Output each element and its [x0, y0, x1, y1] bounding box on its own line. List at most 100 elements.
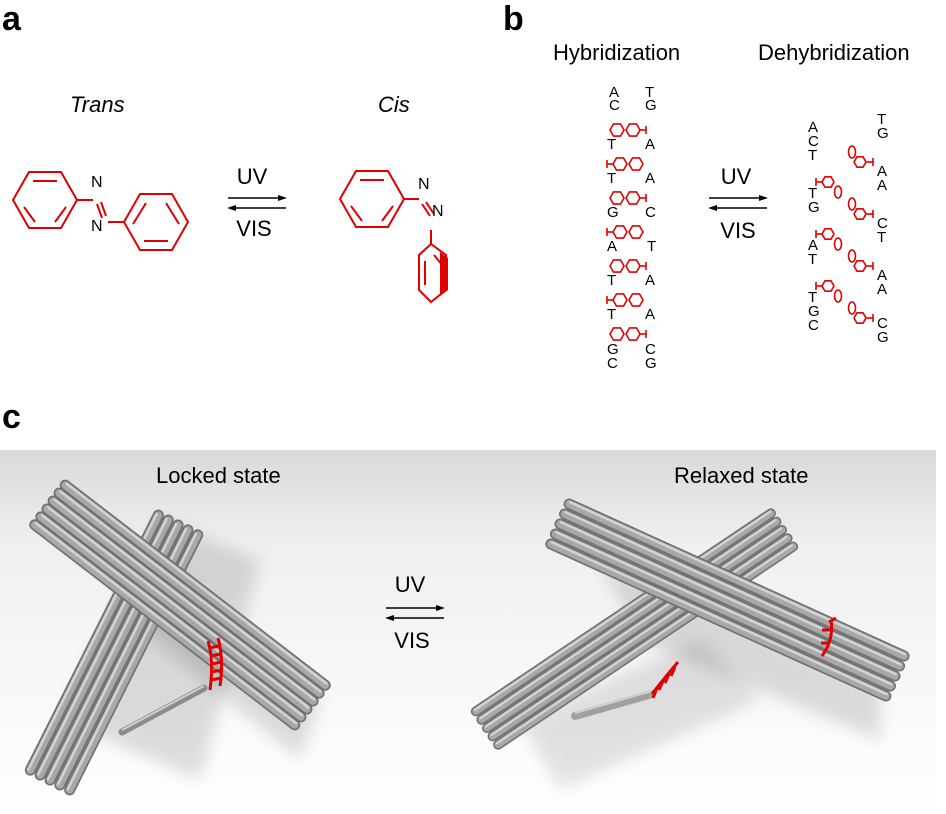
locked-front-helix-body — [43, 505, 311, 713]
cis-azobenzene-structure — [338, 170, 448, 304]
base: G — [808, 199, 820, 216]
base: C — [645, 204, 656, 221]
locked-front-helix-body — [61, 481, 330, 690]
base: A — [808, 119, 819, 136]
panel-b-vis-label: VIS — [720, 218, 756, 243]
azobenzene-linker-cis — [847, 197, 874, 220]
locked-front-helix-body — [49, 497, 317, 705]
panel-b-uv-label: UV — [720, 164, 752, 189]
base: T — [607, 170, 617, 187]
base: G — [607, 341, 619, 358]
locked-front-helix-highlight — [65, 482, 328, 685]
base: C — [808, 317, 819, 334]
relaxed-bundle-azobenzene — [820, 616, 837, 657]
panel-c-equilibrium-arrows — [385, 605, 445, 621]
azobenzene-linker — [606, 157, 644, 171]
azobenzene-linker — [609, 259, 647, 273]
relaxed-front-helix-highlight — [559, 520, 898, 676]
base: T — [877, 111, 887, 128]
locked-front-helix-highlight — [53, 498, 316, 701]
relaxed-back-helix-body — [489, 534, 792, 740]
panel-c-vis-label: VIS — [394, 628, 430, 653]
base: C — [609, 97, 620, 114]
panel-b-equilibrium-arrows — [708, 195, 768, 211]
base: C — [877, 315, 888, 332]
panel-a-uv-label: UV — [236, 164, 268, 189]
dehybridization-title: Dehybridization — [758, 40, 910, 65]
locked-front-helix-highlight — [40, 514, 304, 717]
base: C — [877, 215, 888, 232]
base: G — [877, 329, 889, 346]
hybridized-azobenzene-linkers — [606, 123, 647, 341]
locked-state-title: Locked state — [156, 463, 281, 488]
base: C — [607, 355, 618, 372]
panel-a-label: a — [2, 0, 21, 38]
base: T — [607, 136, 617, 153]
base: T — [607, 306, 617, 323]
panel-a-vis-label: VIS — [236, 216, 272, 241]
locked-front-helix-highlight — [46, 506, 310, 709]
base: A — [877, 163, 888, 180]
relaxed-tether — [571, 690, 656, 720]
base: G — [645, 97, 657, 114]
azobenzene-linker-cis — [847, 301, 874, 325]
relaxed-front-helix-highlight — [550, 541, 888, 696]
base: A — [808, 237, 819, 254]
dehybridized-azobenzene-linkers — [815, 145, 874, 325]
base: T — [607, 272, 617, 289]
base: G — [645, 355, 657, 372]
relaxed-back-helix-highlight — [479, 519, 777, 720]
trans-atom-n2: N — [91, 218, 103, 235]
locked-tether-highlight — [121, 685, 205, 731]
locked-front-helix-highlight — [59, 490, 322, 693]
panel-a-equilibrium-arrows — [227, 195, 287, 211]
cis-atom-n1: N — [418, 176, 430, 193]
relaxed-tether-azobenzene — [650, 661, 680, 699]
base: A — [877, 177, 888, 194]
cis-title: Cis — [378, 92, 410, 117]
azobenzene-linker-cis — [847, 145, 874, 168]
panel-b-label: b — [503, 0, 524, 38]
trans-azobenzene-structure — [11, 171, 190, 251]
azobenzene-linker — [609, 123, 647, 137]
relaxed-front-helix-body — [560, 510, 904, 670]
panel-c-label: c — [2, 398, 21, 436]
relaxed-back-helix-body — [472, 509, 775, 715]
azobenzene-linker — [609, 191, 647, 205]
locked-front-helix-body — [37, 513, 305, 721]
base: A — [645, 306, 656, 323]
base: C — [645, 341, 656, 358]
hybridization-title: Hybridization — [553, 40, 681, 65]
azobenzene-linker — [606, 225, 644, 239]
relaxed-front-helix-highlight — [555, 531, 893, 686]
locked-front-helix-body — [30, 520, 299, 729]
relaxed-front-helix-body — [556, 520, 899, 680]
relaxed-back-helix-highlight — [473, 510, 771, 711]
base: T — [808, 251, 818, 268]
locked-front-helix-highlight — [34, 522, 298, 725]
base: A — [877, 281, 888, 298]
base: A — [645, 136, 656, 153]
base: T — [645, 84, 655, 101]
base: G — [877, 125, 889, 142]
base: G — [808, 303, 820, 320]
base: T — [808, 289, 818, 306]
azobenzene-linker-cis — [815, 279, 843, 303]
base: A — [607, 238, 618, 255]
relaxed-front-helix-body — [547, 540, 890, 700]
relaxed-back-helix-highlight — [484, 527, 783, 728]
relaxed-front-helix-body — [551, 530, 895, 690]
base: A — [645, 272, 656, 289]
relaxed-front-helix-bundle — [545, 498, 910, 702]
base: A — [877, 267, 888, 284]
locked-tether — [118, 684, 208, 736]
azobenzene-linker-cis — [847, 249, 874, 273]
relaxed-tether-highlight — [574, 690, 653, 714]
trans-title: Trans — [70, 92, 125, 117]
base: T — [808, 185, 818, 202]
base: T — [808, 147, 818, 164]
locked-azobenzene-lock — [206, 637, 224, 691]
azobenzene-linker-cis — [815, 228, 843, 251]
